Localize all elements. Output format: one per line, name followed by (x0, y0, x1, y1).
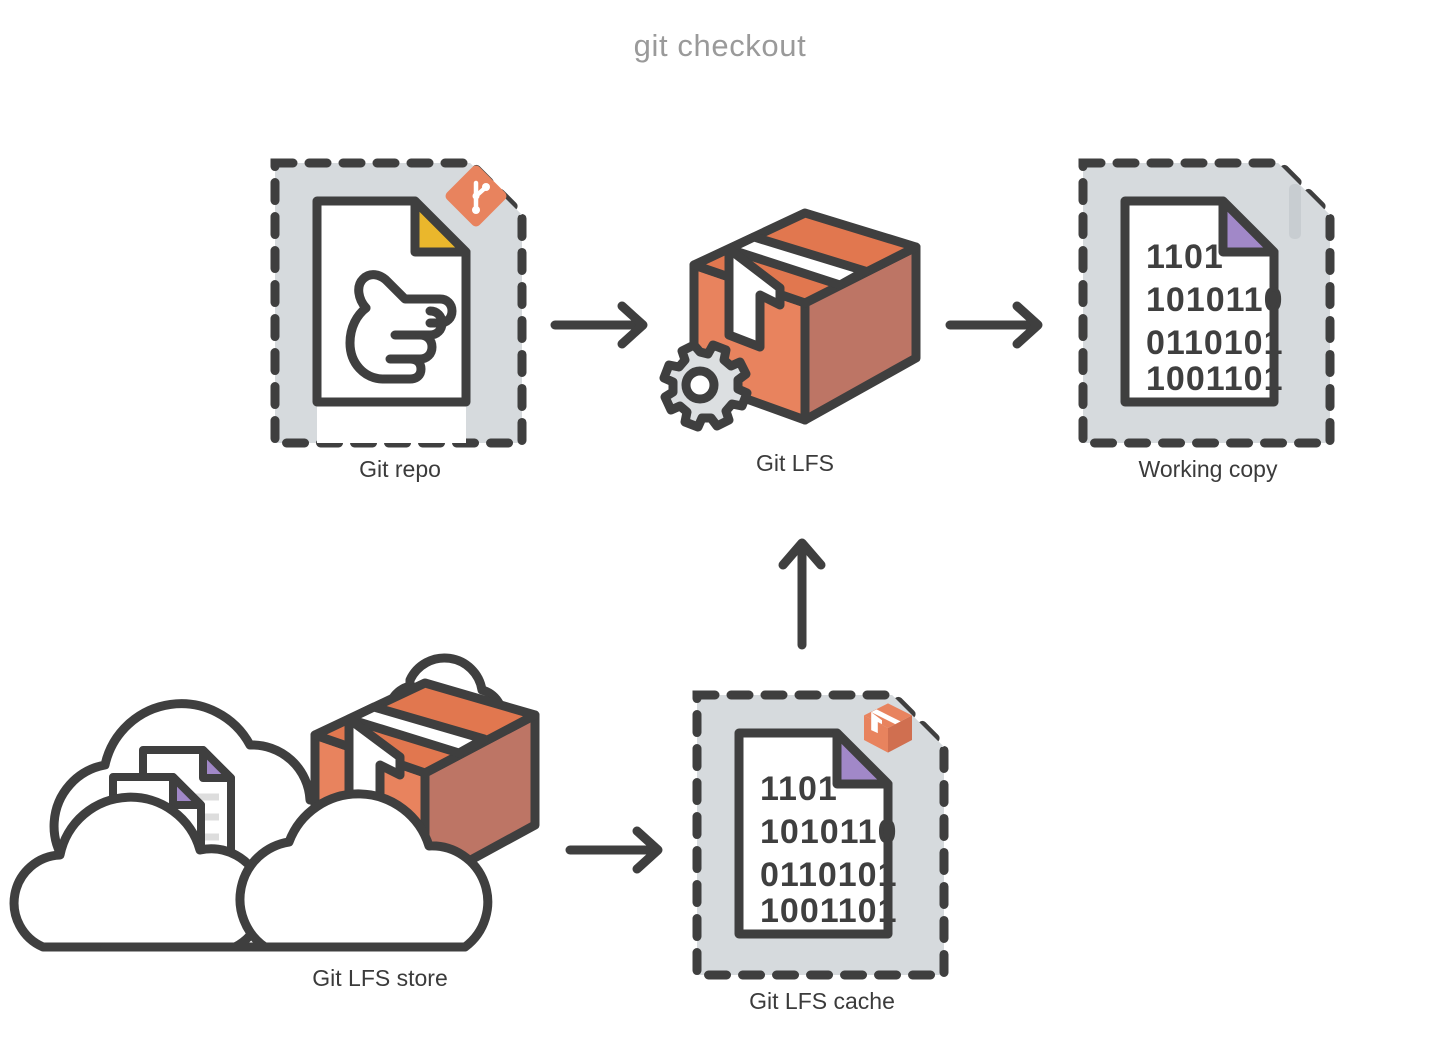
node-git-lfs-store[interactable]: Git LFS store (9, 625, 555, 991)
node-label-git-lfs-cache: Git LFS cache (749, 988, 895, 1014)
binary-row-1: 1010110 (760, 813, 898, 851)
document-fold-corner (410, 196, 471, 257)
node-git-lfs-cache[interactable]: 1101 1010110 0110101 1001101 Git LFS cac… (692, 690, 952, 1014)
binary-row-3: 1001101 (760, 892, 898, 930)
node-working-copy[interactable]: 1101 1010110 0110101 1001101 Working cop… (1078, 158, 1338, 482)
binary-text: 1101 1010110 0110101 1001101 (760, 770, 898, 930)
document-front-fold (169, 773, 205, 809)
binary-row-0: 1101 (1146, 238, 1224, 276)
node-label-git-lfs-store: Git LFS store (312, 965, 448, 991)
arrow-lfs-to-working-copy (945, 300, 1055, 350)
binary-row-2: 0110101 (760, 856, 898, 894)
arrow-repo-to-lfs (550, 300, 660, 350)
arrow-store-to-cache (565, 825, 675, 875)
binary-row-0: 1101 (760, 770, 838, 808)
binary-row-1: 1010110 (1146, 281, 1284, 319)
document-back-fold (199, 746, 235, 782)
node-git-lfs[interactable]: Git LFS (650, 195, 940, 476)
arrow-cache-to-lfs (775, 535, 830, 650)
ghost-badge (1289, 184, 1301, 239)
document-fold-corner (832, 728, 893, 789)
binary-row-3: 1001101 (1146, 360, 1284, 398)
node-label-working-copy: Working copy (1138, 456, 1278, 482)
page-title: git checkout (633, 28, 807, 63)
git-logo-badge (445, 165, 507, 227)
binary-text: 1101 1010110 0110101 1001101 (1146, 238, 1284, 398)
node-label-git-lfs: Git LFS (756, 450, 834, 476)
gear-icon (659, 340, 752, 432)
node-label-git-repo: Git repo (359, 456, 441, 482)
binary-row-2: 0110101 (1146, 324, 1284, 362)
node-git-repo[interactable]: Git repo (270, 158, 530, 482)
lfs-box-badge (864, 703, 912, 753)
cloud-front (9, 789, 493, 952)
document-fold-corner (1218, 196, 1279, 257)
pointing-hand-icon (345, 270, 457, 384)
